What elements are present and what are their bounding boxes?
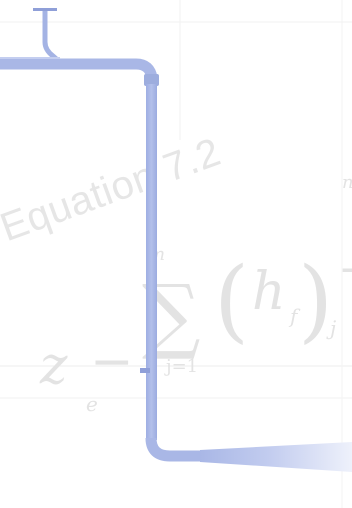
formula-z: z — [40, 336, 68, 396]
pipe-vertical — [146, 84, 157, 440]
formula-minus: − — [90, 332, 134, 392]
formula-lower-limit: j=1 — [166, 356, 199, 377]
pipe-main-horizontal — [0, 58, 158, 80]
pipe-outlet-fade — [200, 442, 352, 472]
formula-superscript-n: n — [342, 172, 352, 193]
formula-h: h — [252, 262, 286, 322]
formula-subscript-j: j — [330, 316, 337, 340]
pipe-thin-drop — [42, 11, 64, 66]
formula-subscript-e: e — [86, 392, 98, 416]
pipe-valve-marker — [140, 368, 150, 373]
formula-plus: + — [338, 244, 352, 295]
formula-right-paren: ) — [298, 248, 334, 353]
pipe-bottom-elbow — [145, 437, 210, 462]
pipe-top-cap — [33, 8, 57, 11]
formula-left-paren: ( — [214, 248, 250, 353]
pipe-elbow-joint — [144, 74, 159, 86]
formula-subscript-f: f — [290, 304, 298, 328]
